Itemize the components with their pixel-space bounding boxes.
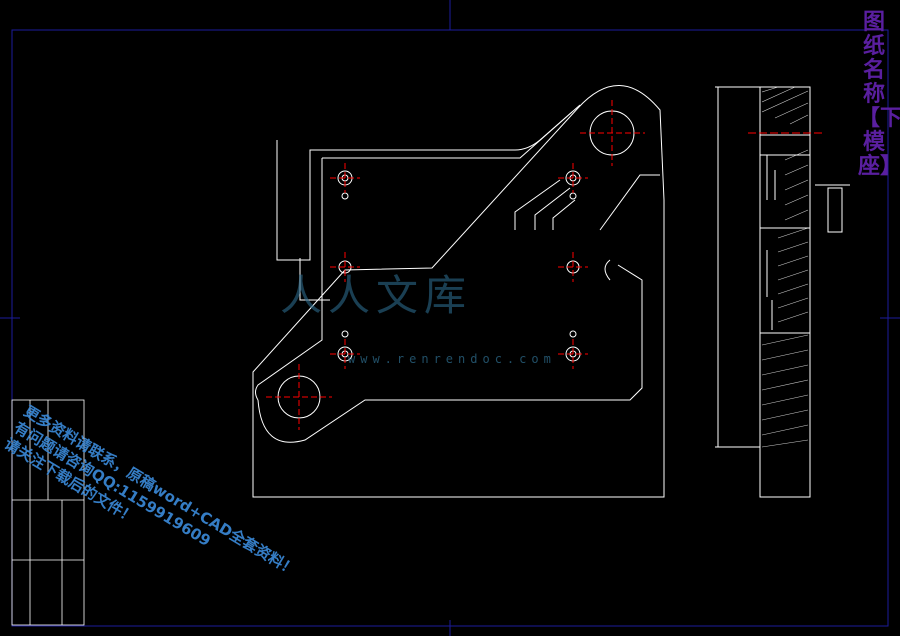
center-lines [266, 100, 645, 430]
drawing-title: 图纸名称【下模座】 [858, 9, 900, 179]
title-block [11, 399, 85, 626]
watermark-url: www.renrendoc.com [348, 352, 556, 366]
section-view [715, 86, 850, 498]
watermark-logo: 人人文库 [280, 271, 473, 320]
section-hatching [761, 86, 809, 448]
